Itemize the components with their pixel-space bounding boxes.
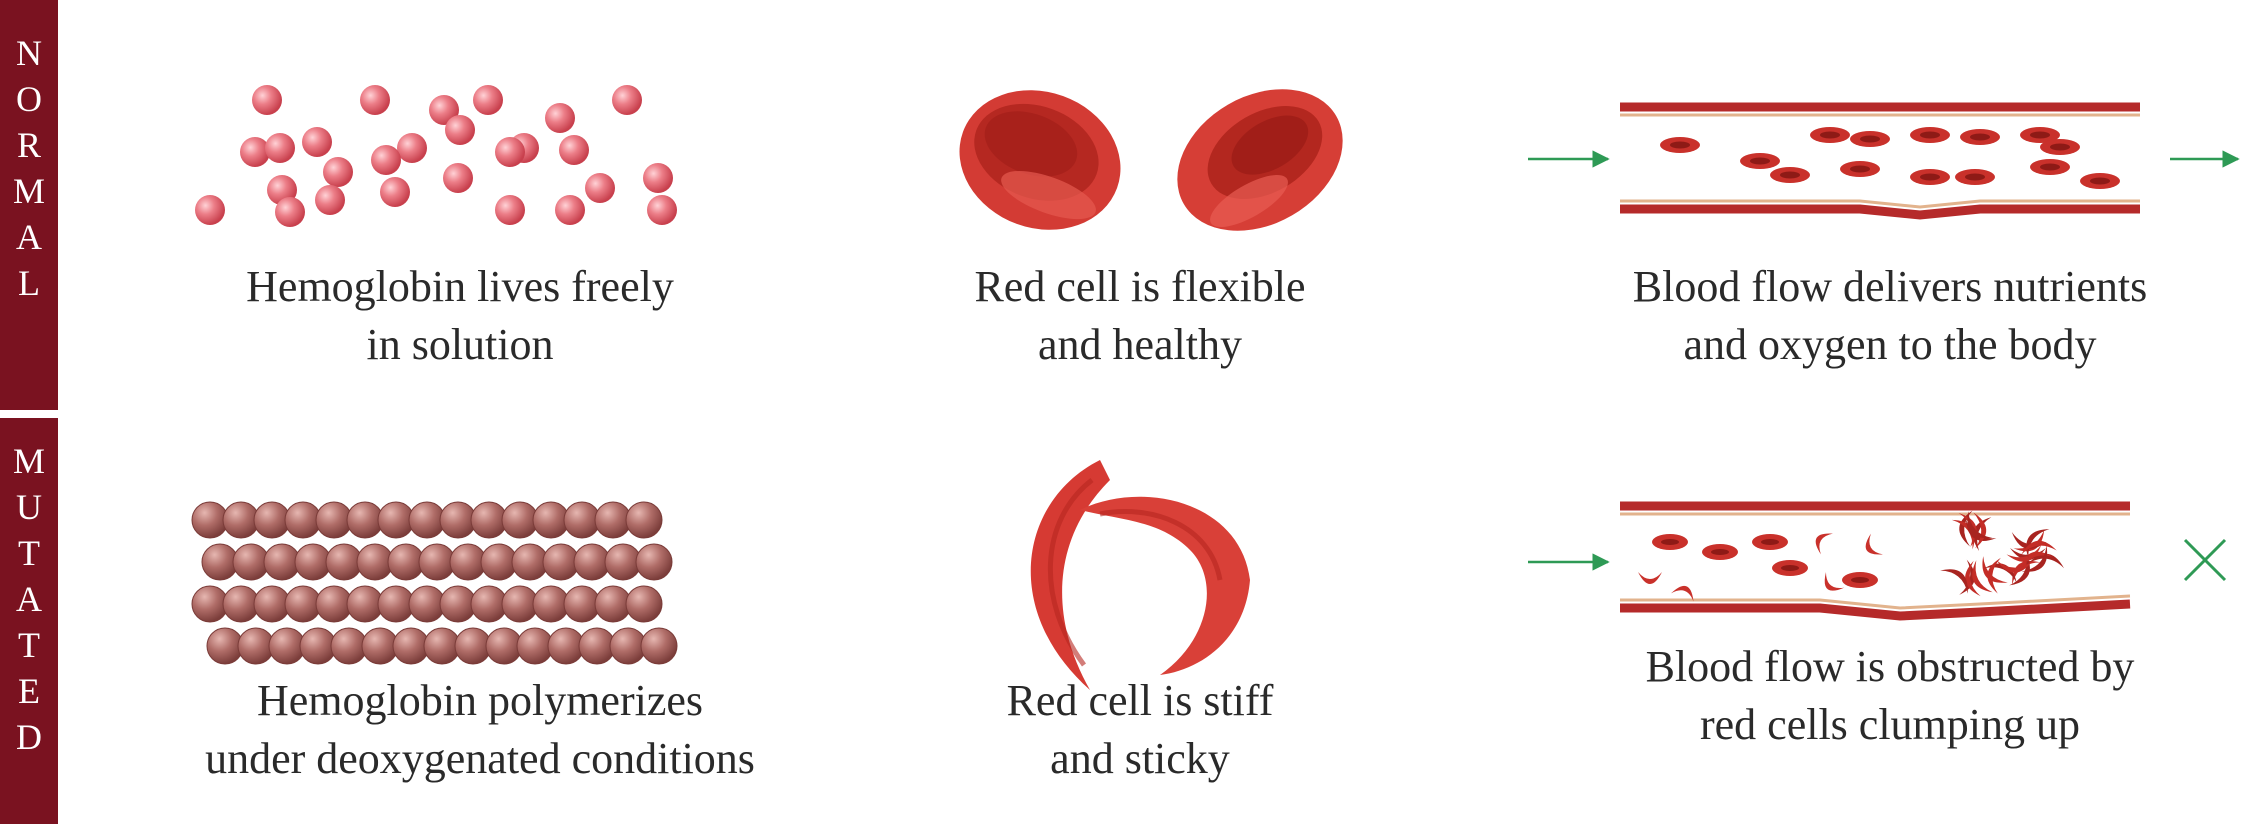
hemoglobin-molecule [636,544,672,580]
mutated-label-letter: E [18,668,40,714]
hemoglobin-molecule [641,628,677,664]
mutated-label-letter: T [18,530,40,576]
red-cell [1770,167,1810,183]
mutated-label-letter: T [18,622,40,668]
normal-label-letter: O [16,76,42,122]
red-cell [1810,127,1850,143]
hemoglobin-molecule [445,115,475,145]
caption-line: and healthy [890,316,1390,374]
mutated-label-letter: U [16,484,42,530]
hemoglobin-molecule [195,195,225,225]
healthy-red-cells-illustration [930,60,1370,260]
red-cell [1960,129,2000,145]
normal-blood-flow-illustration [1520,85,2240,235]
polymerized-hemoglobin-illustration [180,480,740,680]
red-cell [1660,137,1700,153]
normal-cell-caption: Red cell is flexible and healthy [890,258,1390,374]
normal-hemoglobin-caption: Hemoglobin lives freely in solution [150,258,770,374]
red-cell-left [940,68,1141,252]
mutated-label-letter: D [16,714,42,760]
hemoglobin-molecule [315,185,345,215]
hemoglobin-molecule [275,197,305,227]
hemoglobin-molecule [585,173,615,203]
hemoglobin-molecule [495,195,525,225]
caption-line: Red cell is stiff [920,672,1360,730]
hemoglobin-molecule [643,163,673,193]
caption-line: red cells clumping up [1570,696,2210,754]
mutated-flow-caption: Blood flow is obstructed by red cells cl… [1570,638,2210,754]
normal-label-letter: M [13,168,45,214]
mutated-cell-caption: Red cell is stiff and sticky [920,672,1360,788]
hemoglobin-molecule [443,163,473,193]
normal-label-letter: R [17,122,41,168]
sickle-cell-left [1031,460,1110,690]
red-cell [1842,572,1878,588]
obstructed-blood-flow-illustration [1520,490,2240,640]
red-cell [1752,534,1788,550]
caption-line: Hemoglobin lives freely [150,258,770,316]
red-cell [1910,169,1950,185]
mutated-label-letter: A [16,576,42,622]
red-cell [2030,159,2070,175]
hemoglobin-molecule [612,85,642,115]
hemoglobin-molecule [371,145,401,175]
red-cell [2080,173,2120,189]
red-cell [1740,153,1780,169]
caption-line: Red cell is flexible [890,258,1390,316]
hemoglobin-molecule [302,127,332,157]
band-divider [0,410,58,418]
sickle-cells-illustration [980,440,1280,700]
hemoglobin-molecule [252,85,282,115]
free-hemoglobin-illustration [180,60,700,260]
caption-line: Blood flow delivers nutrients [1560,258,2220,316]
caption-line: Blood flow is obstructed by [1570,638,2210,696]
hemoglobin-molecule [626,586,662,622]
hemoglobin-molecule [545,103,575,133]
red-cell [1772,560,1808,576]
sickle-cell [1861,534,1883,561]
blocked-cross-icon [2185,540,2225,580]
sickle-cell [1638,572,1662,584]
red-cell-right [1152,61,1368,260]
hemoglobin-molecule [647,195,677,225]
normal-label-letter: L [18,260,40,306]
normal-label-letter: N [16,30,42,76]
hemoglobin-molecule [323,157,353,187]
red-cell [1840,161,1880,177]
sickle-cell-right [1080,497,1250,675]
hemoglobin-molecule [397,133,427,163]
caption-line: Hemoglobin polymerizes [140,672,820,730]
red-cell [1850,131,1890,147]
hemoglobin-molecule [240,137,270,167]
hemoglobin-molecule [380,177,410,207]
hemoglobin-molecule [555,195,585,225]
sickle-cell [1818,572,1844,597]
mutated-label-letter: M [13,438,45,484]
normal-label-letter: A [16,214,42,260]
caption-line: and sticky [920,730,1360,788]
caption-line: and oxygen to the body [1560,316,2220,374]
caption-line: in solution [150,316,770,374]
red-cell [1702,544,1738,560]
hemoglobin-molecule [473,85,503,115]
hemoglobin-molecule [265,133,295,163]
hemoglobin-molecule [626,502,662,538]
red-cell [2040,139,2080,155]
hemoglobin-molecule [559,135,589,165]
mutated-hemoglobin-caption: Hemoglobin polymerizes under deoxygenate… [140,672,820,788]
red-cell [1910,127,1950,143]
hemoglobin-molecule [360,85,390,115]
sickle-cell [1811,528,1833,555]
red-cell [1652,534,1688,550]
caption-line: under deoxygenated conditions [140,730,820,788]
normal-flow-caption: Blood flow delivers nutrients and oxygen… [1560,258,2220,374]
red-cell [1955,169,1995,185]
hemoglobin-molecule [495,137,525,167]
